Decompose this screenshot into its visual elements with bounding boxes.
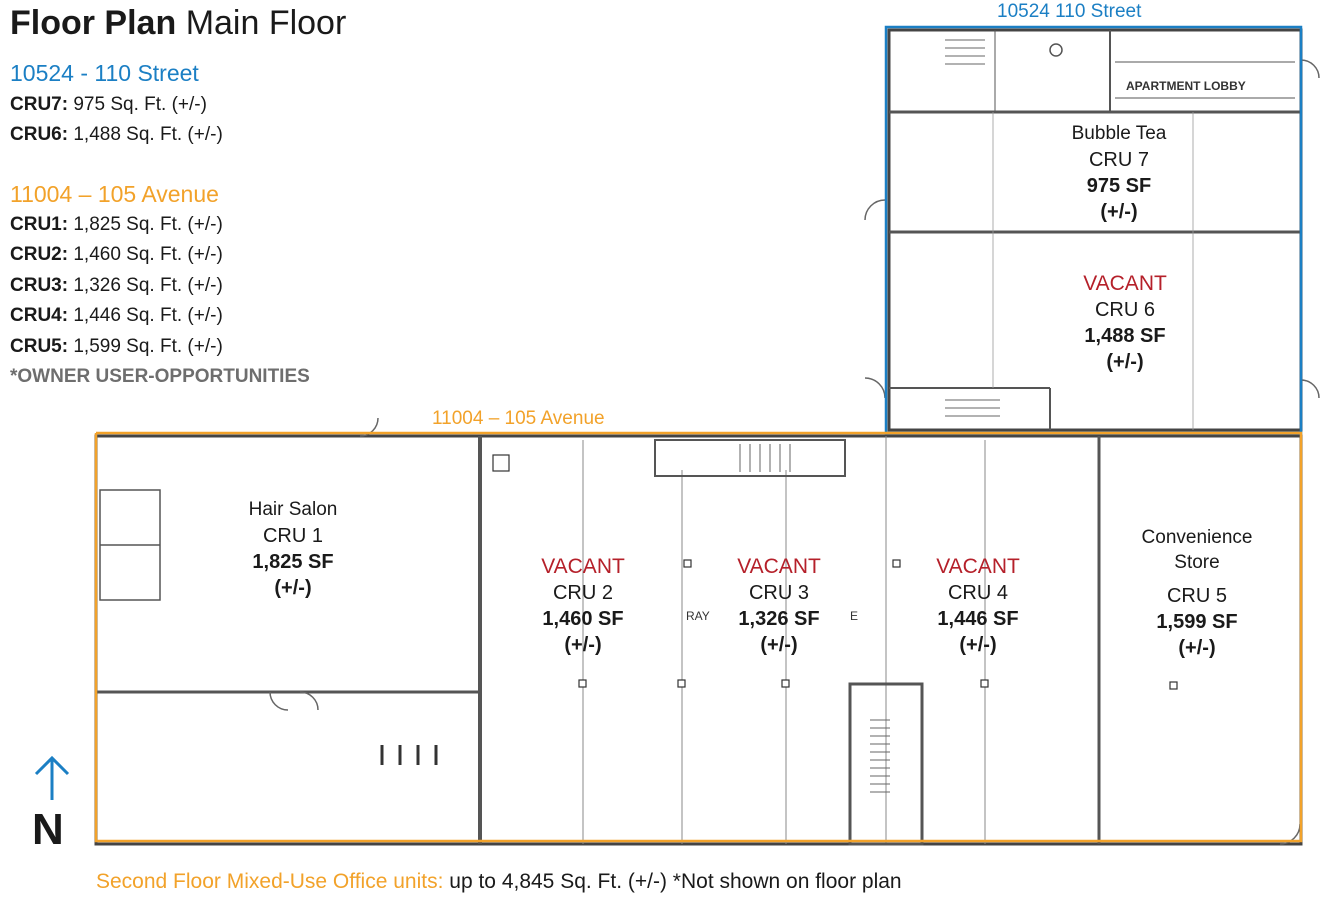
unit-cru3-status: VACANT [737,555,821,578]
unit-cru6-status: VACANT [1083,272,1167,295]
unit-cru2-sf: 1,460 SF [542,608,624,631]
plan-label-e: E [850,609,859,623]
street-label-105-avenue: 11004 – 105 Avenue [432,408,605,429]
unit-cru5-name: CRU 5 [1166,585,1228,608]
unit-cru1-pm: (+/-) [274,576,312,599]
unit-cru6[interactable]: VACANT CRU 6 1,488 SF (+/-) [1083,270,1167,375]
street-label-110-street: 10524 110 Street [997,1,1142,22]
unit-cru1[interactable]: Hair Salon CRU 1 1,825 SF (+/-) [249,498,338,601]
unit-cru4[interactable]: VACANT CRU 4 1,446 SF (+/-) [936,553,1020,658]
plan-label-ray: RAY [686,609,710,623]
legend-cru3: CRU3: 1,326 Sq. Ft. (+/-) [10,275,223,296]
legend-cru1: CRU1: 1,825 Sq. Ft. (+/-) [10,214,223,235]
legend-cru4: CRU4: 1,446 Sq. Ft. (+/-) [10,305,223,326]
unit-cru4-sf: 1,446 SF [937,608,1019,631]
north-label: N [32,805,64,854]
footer-note: Second Floor Mixed-Use Office units: up … [96,870,902,894]
unit-cru3-sf: 1,326 SF [738,608,820,631]
legend-cru5: CRU5: 1,599 Sq. Ft. (+/-) [10,336,223,357]
unit-cru5-tenant-line1: Convenience [1141,527,1253,548]
unit-cru4-pm: (+/-) [959,634,997,657]
footer-lead: Second Floor Mixed-Use Office units: [96,870,444,893]
unit-cru5-tenant-line2: Store [1174,551,1220,573]
page-title: Floor Plan Main Floor [10,4,347,42]
unit-cru5[interactable]: Convenience Store CRU 5 1,599 SF (+/-) [1142,526,1253,661]
unit-cru3-pm: (+/-) [760,634,798,657]
unit-cru6-sf: 1,488 SF [1084,325,1166,348]
footer-detail: up to 4,845 Sq. Ft. (+/-) *Not shown on … [443,870,902,893]
legend-cru7: CRU7: 975 Sq. Ft. (+/-) [10,94,207,115]
unit-cru1-name: CRU 1 [262,524,323,547]
legend-cru6: CRU6: 1,488 Sq. Ft. (+/-) [10,124,223,145]
unit-cru4-status: VACANT [936,555,1020,578]
outline-105-avenue [94,431,1303,843]
unit-cru2-name: CRU 2 [552,582,613,605]
unit-cru7-tenant: Bubble Tea [1071,123,1167,144]
legend-address-105-avenue: 11004 – 105 Avenue [10,181,219,207]
unit-cru2-pm: (+/-) [564,634,602,657]
unit-cru6-name: CRU 6 [1094,299,1155,322]
unit-cru1-tenant: Hair Salon [248,499,338,520]
north-arrow [34,755,70,800]
unit-cru1-sf: 1,825 SF [252,550,334,573]
unit-cru7-pm: (+/-) [1100,200,1138,223]
unit-cru3-name: CRU 3 [748,582,809,605]
unit-cru2[interactable]: VACANT CRU 2 1,460 SF (+/-) [541,553,625,658]
legend-cru2: CRU2: 1,460 Sq. Ft. (+/-) [10,244,223,265]
legend-address-110-street: 10524 - 110 Street [10,60,199,86]
unit-cru5-pm: (+/-) [1178,637,1216,660]
unit-cru7[interactable]: Bubble Tea CRU 7 975 SF (+/-) [1072,122,1167,225]
unit-cru7-name: CRU 7 [1088,148,1150,171]
unit-cru2-status: VACANT [541,555,625,578]
legend-note: *OWNER USER-OPPORTUNITIES [10,366,310,387]
unit-cru5-sf: 1,599 SF [1156,611,1238,634]
unit-cru4-name: CRU 4 [947,582,1008,605]
unit-cru7-sf: 975 SF [1086,174,1152,197]
unit-cru6-pm: (+/-) [1106,351,1144,374]
unit-cru3[interactable]: VACANT CRU 3 1,326 SF (+/-) [737,553,821,658]
apartment-lobby-label: APARTMENT LOBBY [1126,79,1246,93]
